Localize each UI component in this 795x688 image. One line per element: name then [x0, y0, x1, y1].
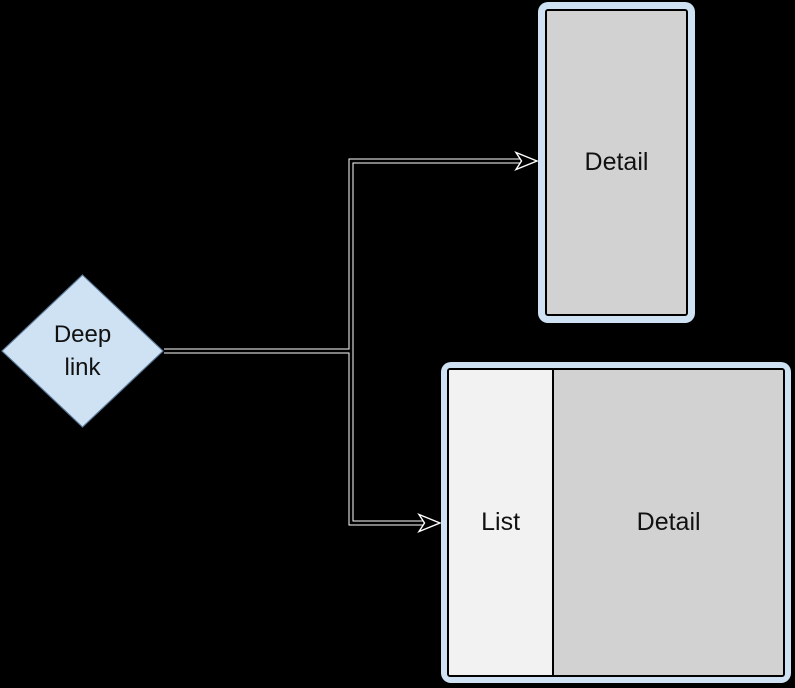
phone-detail-label: Detail	[584, 148, 649, 176]
tablet-list-label: List	[481, 508, 521, 536]
phone-screen: Detail	[545, 9, 688, 316]
arrowhead-to-list-detail-icon	[417, 513, 442, 533]
arrowhead-to-detail-icon	[514, 151, 539, 171]
deep-link-label-wrap: Deep link	[2, 275, 163, 427]
phone-detail-pane: Detail	[547, 11, 686, 314]
deep-link-diamond	[1, 274, 164, 428]
tablet-detail-pane: Detail	[554, 370, 783, 675]
tablet-list-pane: List	[449, 370, 555, 675]
deep-link-label: Deep link	[53, 321, 112, 381]
connector-core	[164, 159, 521, 525]
tablet-screen: List Detail	[447, 368, 785, 677]
phone-frame: Detail	[538, 2, 695, 323]
tablet-frame: List Detail	[441, 362, 791, 683]
tablet-detail-label: Detail	[636, 508, 701, 536]
